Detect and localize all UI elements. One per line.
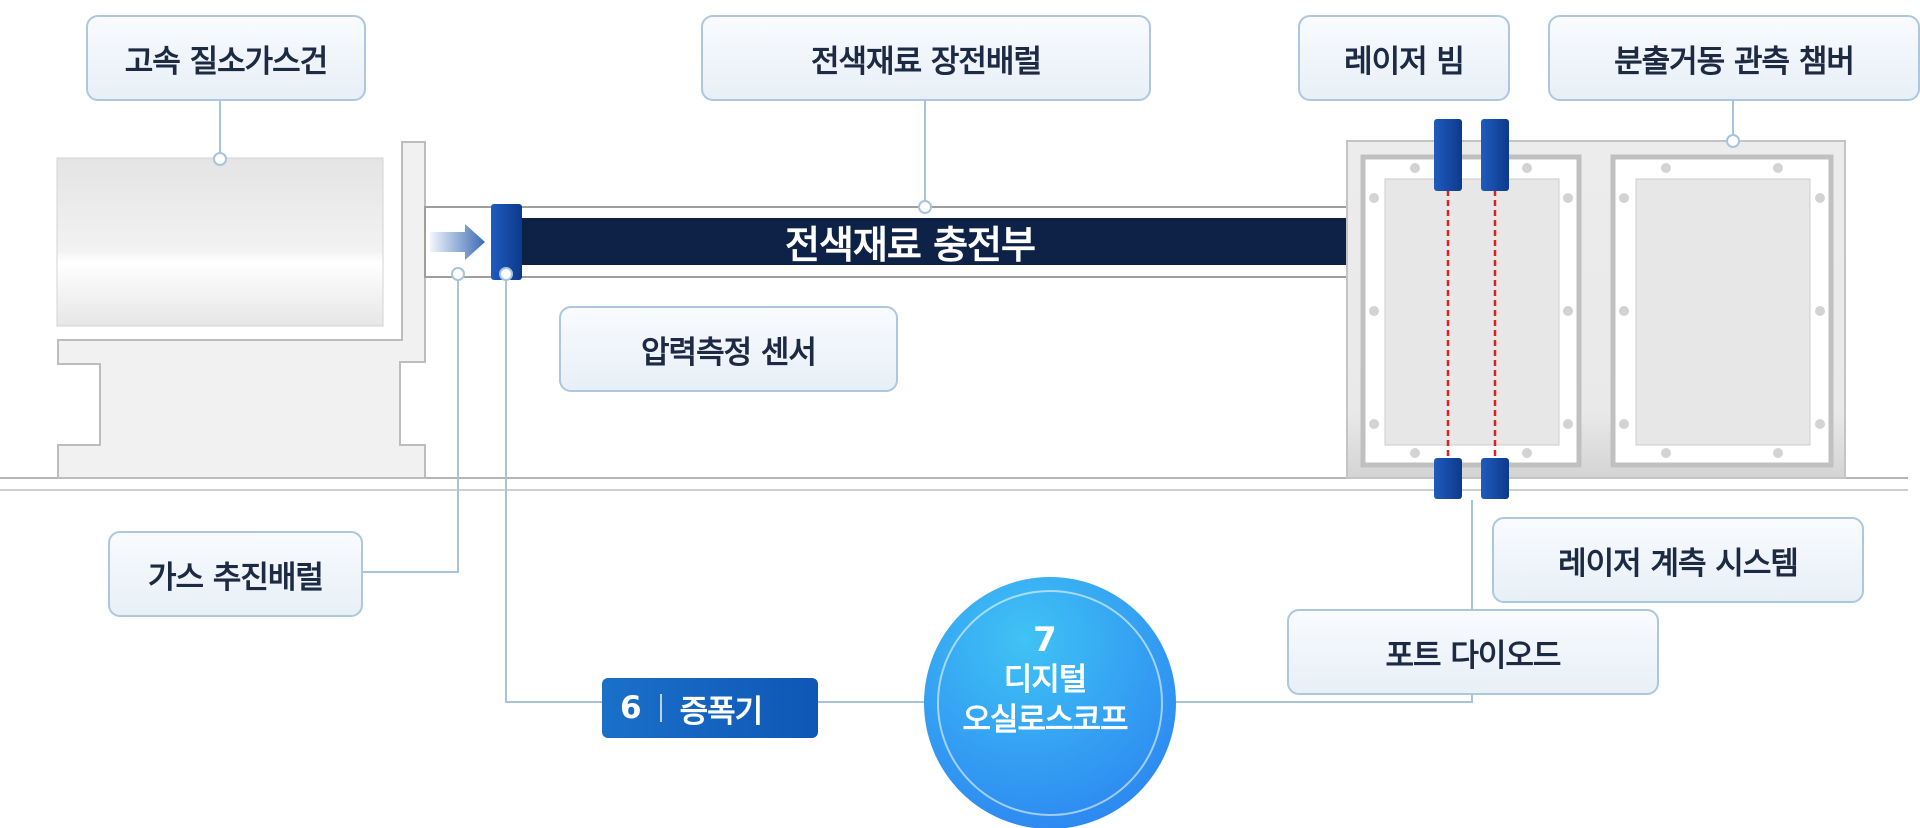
laser-receiver-icon (1434, 458, 1462, 499)
oscilloscope-label: 디지털 오실로스코프 (962, 662, 1128, 738)
label-loading-barrel: 전색재료 장전배럴 (701, 15, 1151, 101)
amplifier-divider (659, 694, 662, 722)
label-laser-beam: 레이저 빔 (1298, 15, 1510, 101)
label-gas-gun: 고속 질소가스건 (86, 15, 366, 101)
label-photodiode: 포트 다이오드 (1287, 609, 1659, 695)
label-pressure-sensor: 압력측정 센서 (559, 306, 898, 392)
chamber-window-right (1610, 154, 1834, 468)
charge-section-bar (520, 218, 1350, 265)
amplifier-label: 증폭기 (679, 693, 764, 730)
oscilloscope-text: 7 디지털 오실로스코프 (930, 620, 1160, 750)
connector-dots (213, 134, 1740, 281)
laser-emitter-icon (1481, 119, 1509, 191)
connector-lines (219, 101, 1734, 703)
chamber-bolts (1369, 163, 1825, 458)
amplifier-number: 6 (620, 690, 642, 726)
amplifier-box: 6 증폭기 (602, 678, 818, 738)
laser-emitter-icon (1434, 119, 1462, 191)
pressure-sensor-icon (491, 204, 522, 280)
oscilloscope-circle (924, 577, 1176, 828)
label-observation-chamber: 분출거동 관측 챔버 (1548, 15, 1920, 101)
charge-section-label: 전색재료 충전부 (785, 222, 1036, 267)
oscilloscope-ring (937, 590, 1163, 816)
chamber-window-left (1360, 154, 1582, 468)
gas-gun-base (57, 141, 426, 479)
label-gas-barrel: 가스 추진배럴 (108, 531, 363, 617)
laser-receiver-icon (1481, 458, 1509, 499)
arrow-right-icon (430, 224, 485, 260)
oscilloscope-number: 7 (1033, 620, 1057, 660)
gas-gun-body (56, 157, 384, 327)
label-laser-system: 레이저 계측 시스템 (1492, 517, 1864, 603)
